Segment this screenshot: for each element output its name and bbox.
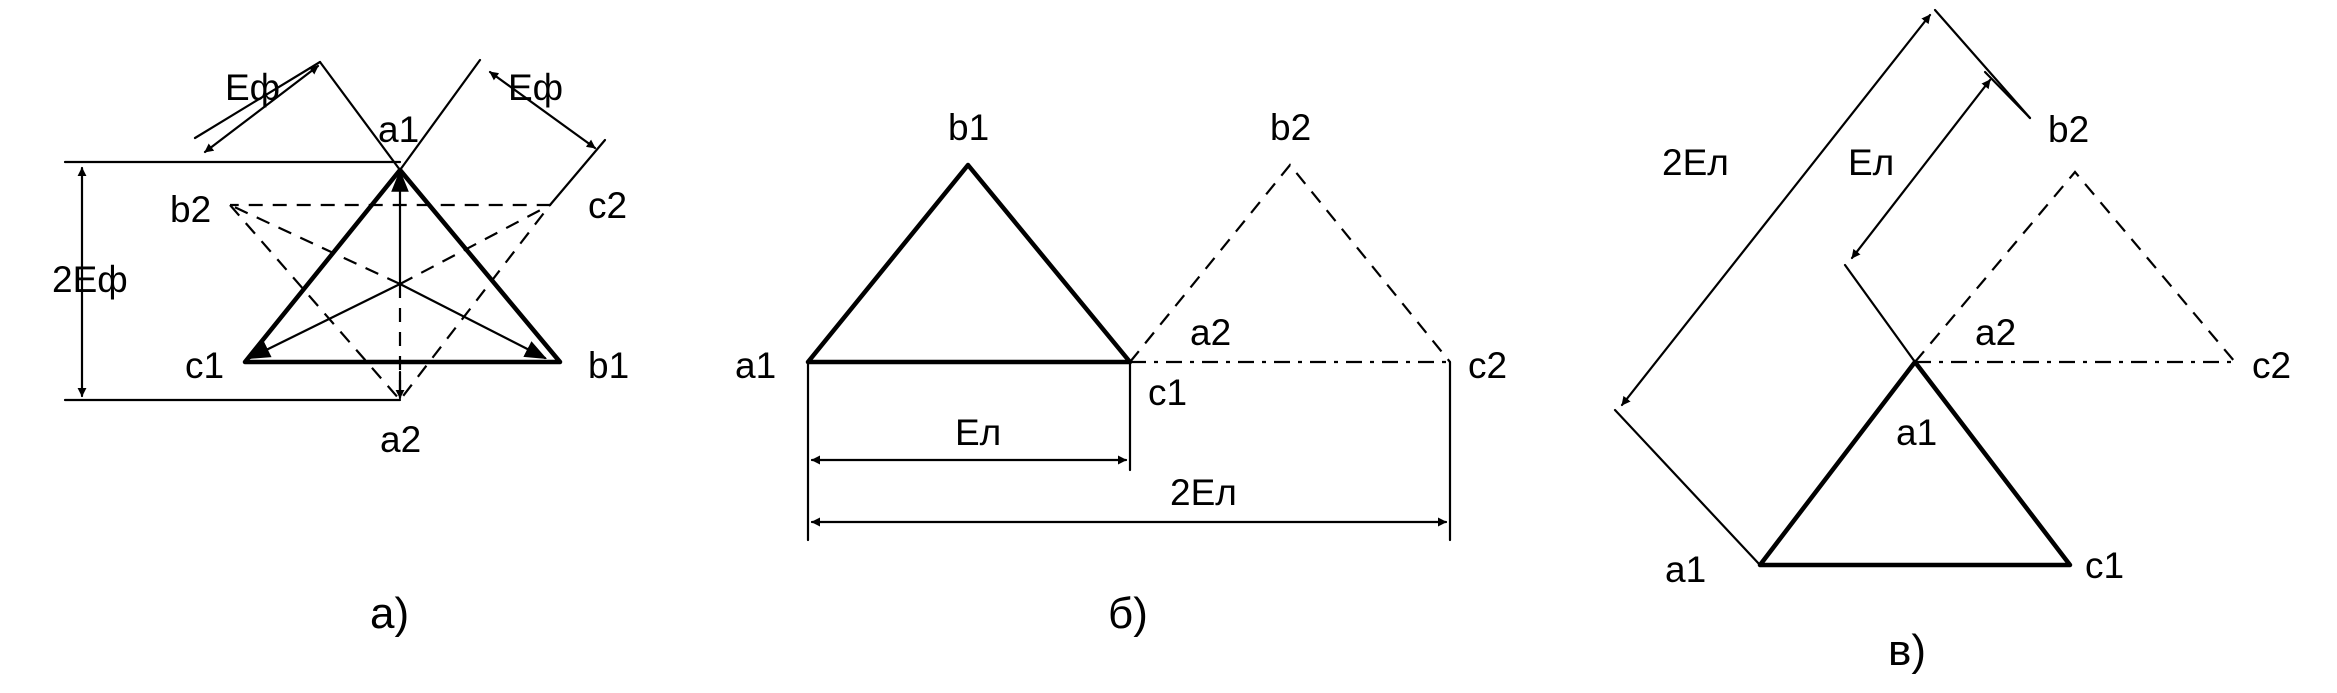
diagram-a-dim-ef-right-arrow bbox=[488, 70, 597, 150]
diagram-c-label-a1-outer: a1 bbox=[1665, 549, 1706, 590]
diagram-b-dim-label-2el: 2Eл bbox=[1170, 472, 1237, 513]
diagram-a-center-to-b2 bbox=[229, 204, 401, 285]
diagram-a-label-a2: a2 bbox=[380, 419, 421, 460]
diagram-a-label-b1: b1 bbox=[588, 345, 629, 386]
diagram-a-label-b2: b2 bbox=[170, 189, 211, 230]
diagram-b-label-b1: b1 bbox=[948, 107, 989, 148]
diagram-a-vector-b1 bbox=[398, 282, 547, 360]
diagram-b-dim-label-el: Eл bbox=[955, 412, 1001, 453]
diagram-a-caption: а) bbox=[370, 589, 409, 638]
diagram-c-extension-b2-inner bbox=[1983, 70, 2032, 120]
diagram-c-caption: в) bbox=[1888, 626, 1926, 675]
diagram-a-primary-triangle bbox=[242, 167, 563, 365]
diagram-c-extension-a1 bbox=[1613, 408, 1762, 567]
diagram-c-label-c1: c1 bbox=[2085, 545, 2124, 586]
diagram-a: a1 b2 c2 c1 b1 a2 Eф Eф 2Eф а) bbox=[52, 58, 629, 638]
diagram-b-label-a1: a1 bbox=[735, 345, 776, 386]
diagram-a-label-a1: a1 bbox=[378, 109, 419, 150]
diagram-a-center-to-c2 bbox=[399, 204, 551, 285]
diagram-a-vector-c1 bbox=[248, 282, 402, 360]
diagram-b-label-c1: c1 bbox=[1148, 372, 1187, 413]
diagram-a-dim-ef-left-arrow bbox=[203, 64, 320, 154]
diagram-c-dim-2el-arrow bbox=[1620, 13, 1932, 407]
diagram-c-label-a2: a2 bbox=[1975, 312, 2016, 353]
diagram-b-label-b2: b2 bbox=[1270, 107, 1311, 148]
diagram-b-caption: б) bbox=[1108, 589, 1148, 638]
diagram-a-dim-label-2ef: 2Eф bbox=[52, 259, 128, 300]
diagram-c-dim-label-el: Eл bbox=[1848, 142, 1894, 183]
diagram-c-dim-label-2el: 2Eл bbox=[1662, 142, 1729, 183]
diagram-c-primary-triangle bbox=[1757, 359, 2073, 568]
diagram-c-label-b2: b2 bbox=[2048, 109, 2089, 150]
diagram-c: 2Eл Eл b2 a2 c2 a1 a1 c1 в) bbox=[1613, 8, 2291, 675]
diagram-c-extension-b2 bbox=[1933, 8, 2032, 120]
diagram-c-extension-a2 bbox=[1843, 263, 1917, 364]
diagram-c-secondary-triangle bbox=[1914, 170, 2236, 363]
diagram-c-dim-el-arrow bbox=[1850, 78, 1992, 260]
diagram-b-label-a2: a2 bbox=[1190, 312, 1231, 353]
diagram-a-label-c1: c1 bbox=[185, 345, 224, 386]
diagram-a-extension-left-lower bbox=[318, 60, 402, 172]
diagram-a-label-c2: c2 bbox=[588, 185, 627, 226]
diagram-b-label-c2: c2 bbox=[1468, 345, 1507, 386]
diagram-c-label-c2: c2 bbox=[2252, 345, 2291, 386]
diagram-b-secondary-triangle bbox=[1129, 163, 1451, 363]
diagram-b: b1 b2 a1 c1 a2 c2 Eл 2Eл б) bbox=[735, 107, 1507, 638]
diagram-a-dim-label-ef-left: Eф bbox=[225, 67, 280, 108]
diagram-a-extension-right-lower bbox=[548, 138, 607, 207]
diagram-a-extension-right bbox=[398, 58, 482, 172]
diagram-a-secondary-triangle bbox=[229, 203, 553, 402]
diagram-c-label-a1-inner: a1 bbox=[1896, 412, 1937, 453]
diagram-b-primary-triangle bbox=[805, 162, 1133, 365]
diagram-a-dim-label-ef-right: Eф bbox=[508, 67, 563, 108]
